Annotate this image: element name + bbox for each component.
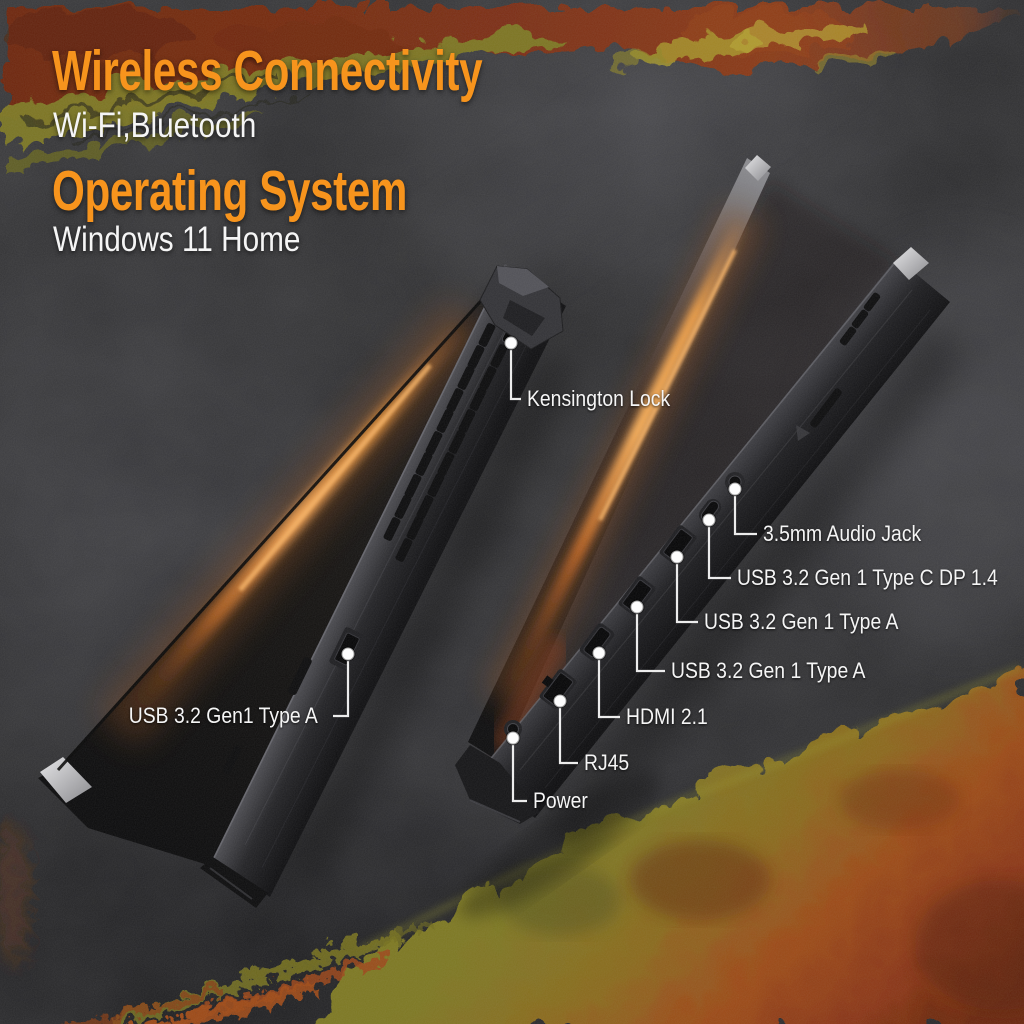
callout-label-rj45: RJ45 [584, 749, 630, 775]
callout-line-rj45 [558, 708, 578, 765]
callout-label-usb-left: USB 3.2 Gen1 Type A [128, 702, 318, 728]
callout-dot-usb-a1 [669, 549, 685, 565]
section-title-wireless: Wireless Connectivity [52, 39, 483, 103]
callout-label-audio-jack: 3.5mm Audio Jack [763, 520, 922, 546]
callout-line-power [511, 745, 527, 803]
callout-dot-hdmi [591, 645, 607, 661]
callout-dot-usb-left [340, 646, 356, 662]
callout-line-audio [733, 496, 757, 536]
callout-label-usb-type-a-2: USB 3.2 Gen 1 Type A [671, 657, 866, 683]
callout-line-kensington [509, 350, 521, 401]
callout-label-power: Power [533, 787, 588, 813]
callout-dot-usb-a2 [629, 599, 645, 615]
callout-line-hdmi [597, 660, 620, 719]
callout-label-kensington-lock: Kensington Lock [527, 385, 671, 411]
callout-dot-power [505, 730, 521, 746]
callout-line-usb-a1 [675, 564, 698, 624]
callout-dot-usb-c [701, 512, 717, 528]
callout-dot-rj45 [552, 693, 568, 709]
callout-label-usb-type-c: USB 3.2 Gen 1 Type C DP 1.4 [737, 564, 998, 590]
callout-line-usb-a2 [635, 614, 665, 673]
callout-label-hdmi: HDMI 2.1 [626, 703, 708, 729]
section-title-os: Operating System [52, 159, 408, 223]
callout-line-usb-c [707, 527, 731, 580]
callout-line-usb-left [333, 661, 350, 718]
callout-dot-audio [727, 481, 743, 497]
callout-label-usb-type-a-1: USB 3.2 Gen 1 Type A [704, 608, 899, 634]
section-value-os: Windows 11 Home [53, 220, 301, 259]
callout-dots [340, 335, 743, 746]
callout-markers [333, 350, 757, 803]
callout-dot-kensington [503, 335, 519, 351]
section-value-wireless: Wi-Fi,Bluetooth [53, 106, 257, 145]
